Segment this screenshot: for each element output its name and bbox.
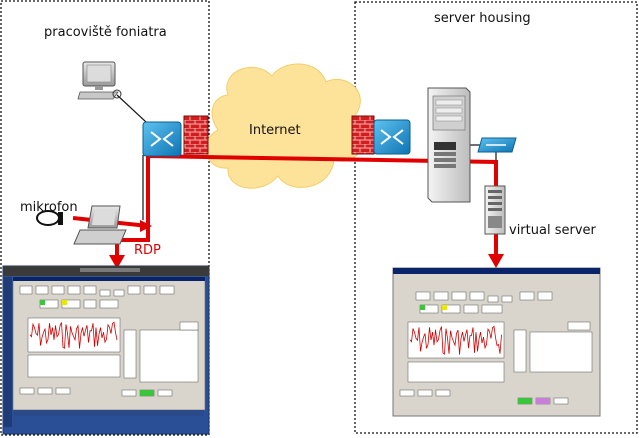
switch-icon [477, 137, 517, 153]
rdp-label: RDP [134, 243, 161, 258]
laptop-icon [73, 205, 127, 245]
internet-label: Internet [249, 123, 301, 138]
server-tower-icon [427, 87, 471, 203]
toolbar-buttons [19, 285, 175, 309]
firewall-icon [183, 115, 209, 155]
microphone-label: mikrofon [20, 200, 78, 215]
microphone-icon [36, 210, 63, 226]
virtual-server-icon [484, 185, 506, 235]
router-icon [142, 121, 182, 157]
computer-icon [77, 61, 122, 100]
vm-screen-thumbnail [392, 267, 601, 417]
server-housing-box [354, 1, 638, 434]
workstation-site-title: pracoviště foniatra [44, 25, 167, 40]
signal-waveform [409, 325, 502, 355]
rdp-screen-thumbnail [2, 265, 210, 435]
server-housing-title: server housing [434, 11, 531, 26]
router-icon [373, 119, 411, 155]
arrow-to-vm-screen [488, 254, 504, 268]
signal-waveform [29, 321, 118, 349]
arrow-to-rdp-screen [109, 255, 125, 269]
virtual-server-label: virtual server [509, 223, 596, 238]
arrow-into-router [140, 220, 152, 232]
workstation-site-box [0, 0, 210, 436]
firewall-icon [351, 115, 375, 155]
